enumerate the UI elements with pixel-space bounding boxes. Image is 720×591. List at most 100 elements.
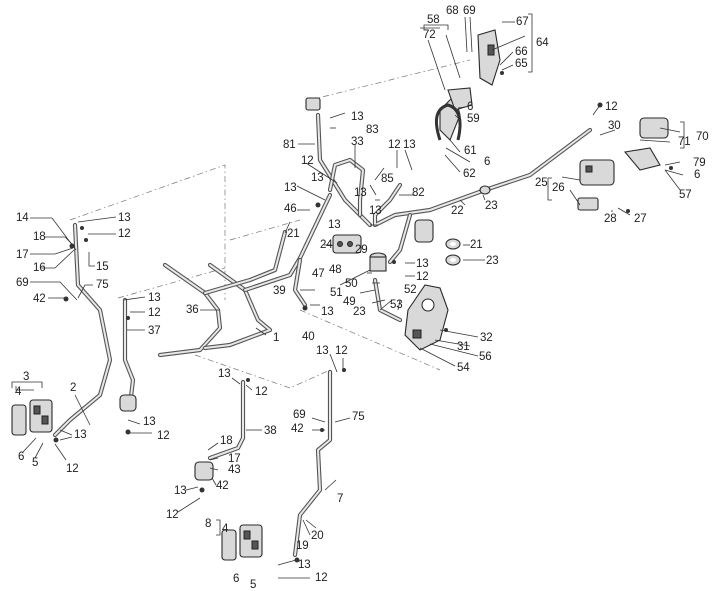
callout-40: 40: [302, 331, 315, 343]
callout-37: 37: [148, 325, 161, 337]
callout-5: 5: [32, 457, 39, 469]
callout-12: 12: [416, 271, 429, 283]
callout-30: 30: [608, 120, 621, 132]
callout-65: 65: [515, 58, 528, 70]
callout-24: 24: [320, 239, 333, 251]
callout-83: 83: [366, 124, 379, 136]
callout-14: 14: [16, 212, 29, 224]
callout-79: 79: [693, 157, 706, 169]
callout-58: 58: [427, 14, 440, 26]
callout-12: 12: [66, 463, 79, 475]
callout-54: 54: [457, 362, 470, 374]
right-master-cylinder: [623, 117, 669, 171]
callout-6: 6: [694, 169, 701, 181]
callout-5: 5: [250, 579, 257, 591]
callout-81: 81: [283, 139, 296, 151]
callout-18: 18: [33, 231, 46, 243]
callout-69: 69: [16, 277, 29, 289]
front-right-caliper: [221, 524, 263, 561]
callout-29: 29: [355, 244, 368, 256]
callout-43: 43: [228, 464, 241, 476]
callout-39: 39: [273, 285, 286, 297]
callout-72: 72: [423, 29, 436, 41]
fasteners: [53, 71, 673, 563]
callout-22: 22: [451, 205, 464, 217]
callout-13: 13: [416, 258, 429, 270]
callout-49: 49: [343, 296, 356, 308]
callout-75: 75: [352, 411, 365, 423]
callout-42: 42: [33, 293, 46, 305]
callout-13: 13: [218, 368, 231, 380]
callout-13: 13: [148, 292, 161, 304]
callout-36: 36: [186, 304, 199, 316]
callout-13: 13: [74, 429, 87, 441]
callout-21: 21: [470, 239, 483, 251]
reference-lines: [69, 59, 471, 389]
callout-19: 19: [296, 540, 309, 552]
front-left-caliper: [11, 399, 53, 436]
lever-guard: [434, 103, 462, 141]
rear-caliper: [577, 159, 615, 211]
callout-6: 6: [233, 573, 240, 585]
callout-12: 12: [335, 345, 348, 357]
callout-69: 69: [293, 409, 306, 421]
callout-68: 68: [446, 5, 459, 17]
abs-modulator: [404, 284, 449, 351]
callout-6: 6: [484, 156, 491, 168]
callout-6: 6: [467, 101, 474, 113]
callout-12: 12: [166, 509, 179, 521]
callout-12: 12: [255, 386, 268, 398]
callout-21: 21: [287, 228, 300, 240]
callout-42: 42: [291, 423, 304, 435]
callout-51: 51: [330, 287, 343, 299]
callout-28: 28: [604, 213, 617, 225]
front-junction: [305, 97, 321, 111]
callout-8: 8: [205, 518, 212, 530]
callout-13: 13: [351, 111, 364, 123]
brake-lines: [52, 112, 593, 558]
callout-85: 85: [381, 173, 394, 185]
callout-7: 7: [337, 493, 344, 505]
callout-53: 53: [390, 299, 403, 311]
callout-12: 12: [315, 572, 328, 584]
callout-20: 20: [311, 530, 324, 542]
distribution-block: [332, 234, 362, 254]
callout-13: 13: [328, 219, 341, 231]
callout-18: 18: [220, 435, 233, 447]
rear-right-wheel-sensor: [194, 461, 214, 481]
callout-23: 23: [486, 255, 499, 267]
callout-13: 13: [143, 416, 156, 428]
callout-23: 23: [485, 200, 498, 212]
callout-4: 4: [222, 523, 229, 535]
callout-3: 3: [23, 371, 30, 383]
callout-13: 13: [311, 172, 324, 184]
left-master-cylinder: [477, 29, 501, 86]
grommets: [445, 185, 491, 266]
callout-23: 23: [353, 306, 366, 318]
callout-57: 57: [679, 189, 692, 201]
callout-52: 52: [404, 284, 417, 296]
callout-12: 12: [301, 155, 314, 167]
callout-66: 66: [515, 46, 528, 58]
callout-50: 50: [345, 278, 358, 290]
callout-70: 70: [696, 131, 709, 143]
valve-block: [414, 219, 434, 243]
callout-67: 67: [516, 16, 529, 28]
callout-12: 12: [388, 139, 401, 151]
callout-13: 13: [369, 205, 382, 217]
callout-38: 38: [264, 425, 277, 437]
callout-12: 12: [118, 228, 131, 240]
callout-13: 13: [284, 182, 297, 194]
callout-1: 1: [273, 332, 280, 344]
callout-13: 13: [174, 485, 187, 497]
callout-13: 13: [354, 187, 367, 199]
callout-16: 16: [33, 262, 46, 274]
callout-13: 13: [298, 559, 311, 571]
callout-62: 62: [463, 168, 476, 180]
callout-26: 26: [552, 182, 565, 194]
callout-61: 61: [464, 145, 477, 157]
callout-17: 17: [228, 453, 241, 465]
leader-lines: [15, 16, 684, 579]
